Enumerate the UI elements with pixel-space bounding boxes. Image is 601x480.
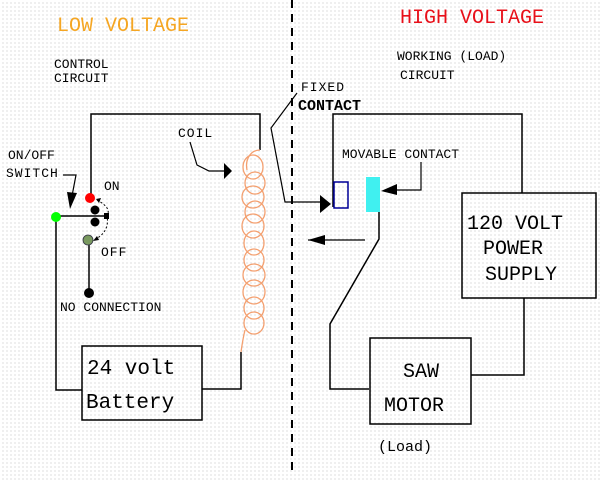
- movable-contact[interactable]: [366, 177, 380, 212]
- switch-blade-top[interactable]: [90, 205, 100, 215]
- saw-motor-label-2: MOTOR: [384, 395, 444, 418]
- coil-pointer-line: [189, 141, 226, 172]
- no-connection-terminal: [84, 288, 94, 298]
- switch-motion-arc: [93, 199, 109, 241]
- coil-pointer-arrow-icon: [224, 163, 232, 179]
- saw-motor-box: [369, 337, 472, 425]
- saw-motor-label-1: SAW: [403, 361, 439, 384]
- switch-label-2: SWITCH: [6, 166, 59, 181]
- switch-blade-bottom[interactable]: [90, 217, 100, 227]
- movable-contact-label: MOVABLE CONTACT: [342, 147, 459, 162]
- battery-label-2: Battery: [86, 392, 174, 415]
- load-wire-top: [332, 113, 523, 207]
- on-label: ON: [104, 179, 120, 194]
- power-supply-label-3: SUPPLY: [485, 264, 557, 287]
- fixed-contact-label-1: FIXED: [301, 80, 345, 95]
- on-terminal[interactable]: [85, 193, 95, 203]
- power-supply-label-2: POWER: [483, 238, 543, 261]
- fixed-contact: [333, 181, 349, 209]
- no-connection-label: NO CONNECTION: [60, 300, 161, 315]
- arc-arrow-bottom-icon: [93, 236, 99, 241]
- control-wire-top: [90, 113, 261, 196]
- battery-box: [81, 345, 203, 421]
- fixed-contact-arrow-icon: [320, 195, 331, 213]
- relay-coil: [240, 149, 266, 353]
- off-terminal[interactable]: [82, 234, 94, 246]
- fixed-contact-label-2: CONTACT: [298, 98, 361, 115]
- switch-pointer-line: [63, 174, 77, 197]
- movable-contact-arrow-icon: [381, 184, 397, 195]
- motion-arrow-icon: [308, 235, 325, 245]
- common-terminal[interactable]: [51, 212, 61, 222]
- movable-contact-pointer-line: [392, 162, 422, 191]
- high-voltage-title: HIGH VOLTAGE: [400, 7, 544, 30]
- control-wire-right: [202, 352, 242, 390]
- coil-label: COIL: [178, 126, 213, 141]
- switch-label-1: ON/OFF: [8, 148, 55, 163]
- control-wire-left: [55, 216, 82, 391]
- power-supply-box: [461, 192, 597, 299]
- load-label: (Load): [378, 439, 432, 456]
- working-circuit-label-2: CIRCUIT: [400, 68, 455, 83]
- low-voltage-title: LOW VOLTAGE: [57, 15, 189, 38]
- working-circuit-label-1: WORKING (LOAD): [397, 49, 506, 64]
- load-wire-motor: [329, 212, 380, 390]
- arc-arrow-top-icon: [96, 198, 101, 203]
- power-supply-label-1: 120 VOLT: [467, 213, 563, 236]
- off-label: OFF: [101, 245, 127, 260]
- battery-label-1: 24 volt: [87, 358, 175, 381]
- fixed-contact-pointer-line: [270, 92, 322, 203]
- switch-pointer-arrow-icon: [67, 192, 77, 209]
- control-circuit-label-1: CONTROL: [54, 57, 109, 72]
- control-circuit-label-2: CIRCUIT: [54, 71, 109, 86]
- load-wire-return: [471, 298, 525, 376]
